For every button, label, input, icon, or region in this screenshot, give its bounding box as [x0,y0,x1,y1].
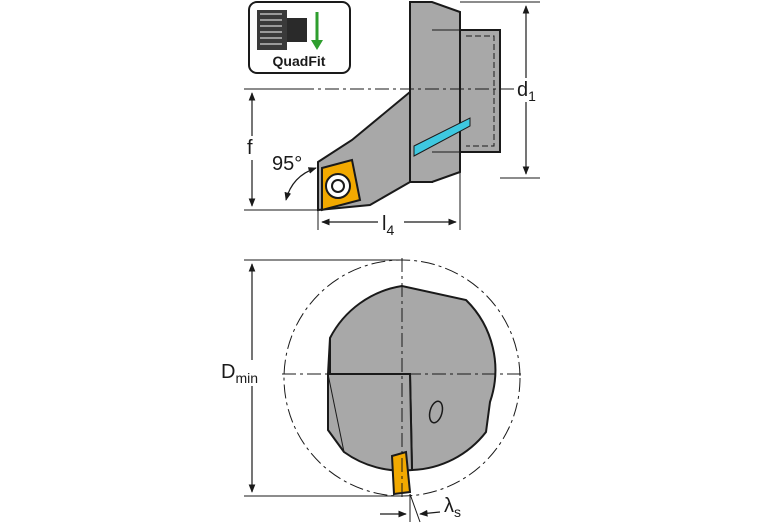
insert-side [321,158,362,212]
dim-lambda: λs [380,493,461,523]
dim-d1: d1 [460,1,550,179]
front-view [282,258,522,498]
coupling-flange [409,1,461,183]
dim-dmin: Dmin [218,259,402,497]
quadfit-badge: QuadFit [248,1,351,74]
insert-front [390,450,412,496]
side-view [300,1,545,212]
torx-screw-icon [331,179,345,193]
quadfit-label: QuadFit [273,53,326,69]
l4-label: l4 [382,213,394,238]
lambda-label: λs [444,495,461,520]
dim-angle: 95° [272,153,317,201]
shank [459,29,501,153]
dim-f: f [244,88,318,211]
coolant-hole [428,400,444,424]
angle-label: 95° [272,153,302,175]
quadfit-coupling-icon [257,10,323,50]
front-body [326,284,497,472]
dmin-label: Dmin [221,361,258,386]
coolant-channel [413,117,471,157]
dim-l4: l4 [317,172,461,238]
d1-label: d1 [517,79,536,104]
f-label: f [247,137,253,159]
